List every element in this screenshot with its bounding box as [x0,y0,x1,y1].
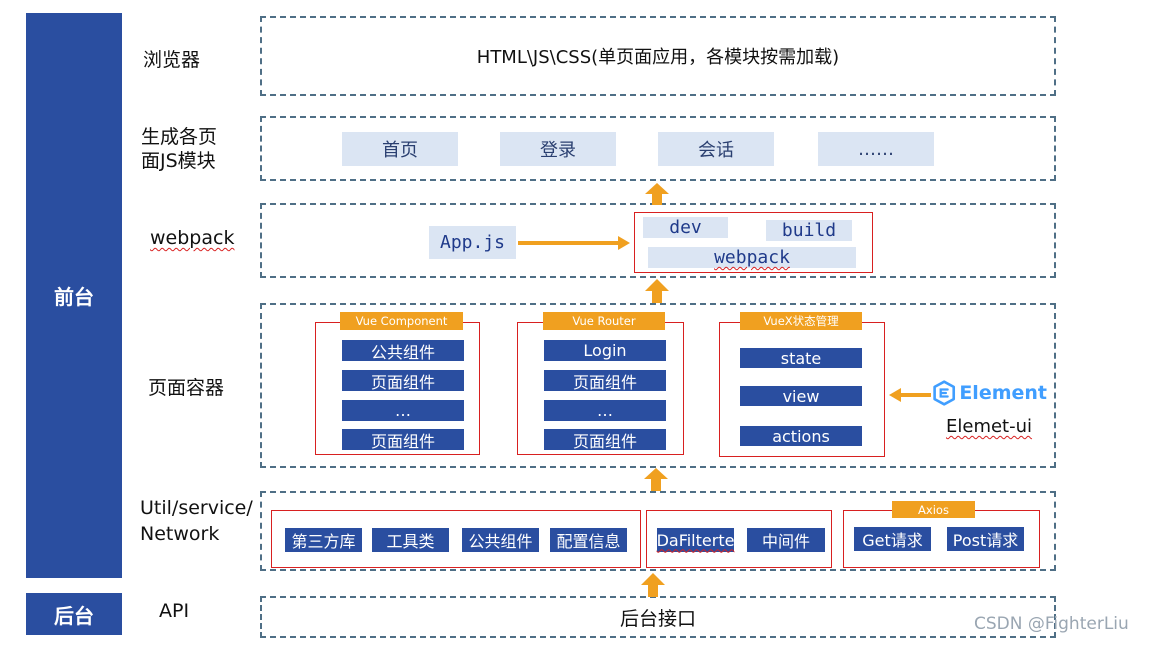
webpack-inner-text: webpack [714,247,790,268]
vue-component-tag: Vue Component [340,312,463,330]
arrow-up-icon [645,279,669,303]
dev-box: dev [643,217,728,238]
dafilterte-text: DaFilterte [656,530,735,550]
vue-router-item: Login [544,340,666,361]
axios-item: Post请求 [947,527,1024,551]
vue-component-group: 公共组件 页面组件 … 页面组件 [315,322,480,455]
modules-box: 首页 登录 会话 …… [260,116,1056,181]
arrow-up-icon [644,468,668,491]
vuex-item: state [740,348,862,368]
build-box: build [766,220,852,241]
arrow-left-icon [889,388,931,402]
modules-label-line2: 面JS模块 [141,150,216,172]
util-label: Util/service/ Network [140,495,253,547]
backend-sidebar: 后台 [26,593,122,635]
page-home: 首页 [342,132,458,166]
util-label-line2: Network [140,523,220,545]
vuex-item: actions [740,426,862,446]
util-group-2: DaFilterte 中间件 [646,510,832,568]
browser-content: HTML\JS\CSS(单页面应用，各模块按需加载) [476,47,840,68]
vue-router-group: Login 页面组件 … 页面组件 [517,322,684,455]
browser-box: HTML\JS\CSS(单页面应用，各模块按需加载) [260,16,1056,96]
util-item: 第三方库 [285,528,362,552]
vue-component-item: 公共组件 [342,340,464,362]
watermark: CSDN @FighterLiu [974,614,1129,634]
util-item: 配置信息 [550,528,627,552]
webpack-label: webpack [150,226,234,250]
util-label-line1: Util/service/ [140,497,253,519]
page-more: …… [818,132,934,166]
util-item: 公共组件 [462,528,539,552]
util-item: 中间件 [747,528,825,552]
page-login: 登录 [500,132,616,166]
api-box: 后台接口 [260,596,1056,638]
element-logo-text: Element [959,382,1047,404]
frontend-sidebar: 前台 [26,13,122,578]
util-group-1: 第三方库 工具类 公共组件 配置信息 [271,510,641,568]
element-logo: Element [932,378,1047,408]
api-content: 后台接口 [619,607,696,630]
container-label: 页面容器 [148,377,225,399]
webpack-label-text: webpack [150,227,235,249]
appjs-box: App.js [429,226,516,259]
modules-label: 生成各页 面JS模块 [141,125,217,173]
webpack-inner-box: webpack [648,247,856,268]
element-caption: Elemet-ui [946,416,1032,437]
arrow-up-icon [645,183,669,205]
vuex-tag: VueX状态管理 [740,312,862,330]
util-item: 工具类 [372,528,449,552]
page-session: 会话 [658,132,774,166]
util-item: DaFilterte [657,528,734,552]
vue-router-tag: Vue Router [543,312,665,330]
modules-label-line1: 生成各页 [141,126,218,148]
vue-component-item: … [342,400,464,421]
axios-tag: Axios [892,501,975,518]
element-caption-text: Elemet-ui [946,416,1033,437]
vue-router-item: … [544,400,666,421]
browser-label: 浏览器 [143,49,201,71]
util-box [260,491,1056,571]
vue-component-item: 页面组件 [342,429,464,451]
webpack-build-group: dev build webpack [634,212,873,273]
element-hexagon-icon [933,380,956,406]
vue-component-item: 页面组件 [342,370,464,392]
vuex-group: state view actions [719,322,885,457]
axios-item: Get请求 [854,527,931,551]
api-label: API [159,600,190,622]
arrow-right-icon [518,236,630,250]
vue-router-item: 页面组件 [544,429,666,451]
vue-router-item: 页面组件 [544,370,666,392]
arrow-up-icon [641,573,665,597]
vuex-item: view [740,386,862,406]
container-box [260,303,1056,468]
backend-label: 后台 [54,603,94,628]
axios-group: Get请求 Post请求 [843,510,1040,568]
frontend-label: 前台 [54,285,94,309]
